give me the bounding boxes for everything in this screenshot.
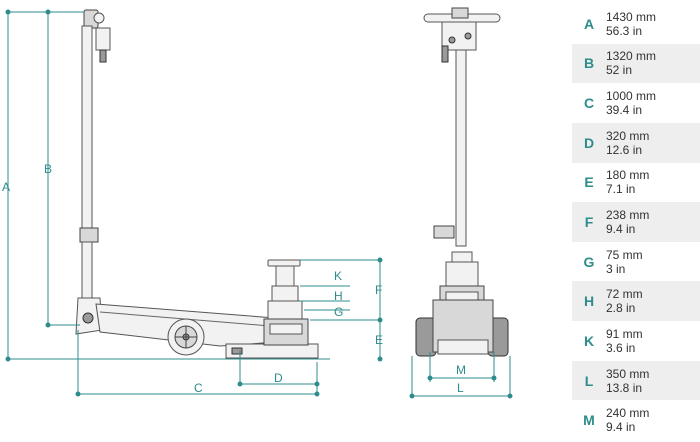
spec-in: 3.6 in [606,340,636,355]
spec-mm: 1000 mm [606,89,657,104]
spec-mm: 180 mm [606,168,650,183]
spec-letter: F [584,214,594,231]
spec-in: 12.6 in [606,142,643,157]
spec-in: 7.1 in [606,182,636,197]
spec-letter: G [583,253,595,270]
spec-mm: 1320 mm [606,49,657,64]
spec-in: 13.8 in [606,380,643,395]
spec-letter: M [583,412,595,429]
spec-letter: B [583,55,595,72]
dimension-lines [5,9,513,399]
dim-label-e: E [375,333,383,347]
spec-mm: 320 mm [606,128,650,143]
spec-mm: 1430 mm [606,9,657,24]
technical-drawing: A B C D E F G H K M L [2,7,513,399]
spec-letter: L [584,372,594,389]
front-view [415,7,509,357]
spec-letter: H [583,293,595,310]
dim-label-c: C [194,381,203,395]
spec-letter: E [584,174,594,191]
spec-letter: K [583,332,595,349]
spec-in: 2.8 in [606,301,636,316]
spec-in: 3 in [606,261,626,276]
spec-mm: 350 mm [606,366,650,381]
dim-label-g: G [334,305,343,319]
dim-label-l: L [457,381,464,395]
spec-in: 9.4 in [606,420,636,435]
dim-label-d: D [274,371,283,385]
spec-mm: 238 mm [606,208,650,223]
dim-label-m: M [456,363,466,377]
spec-mm: 240 mm [606,406,650,421]
dim-label-b: B [44,162,52,176]
spec-in: 9.4 in [606,222,636,237]
dim-label-f: F [375,283,382,297]
spec-in: 52 in [606,63,633,78]
spec-in: 39.4 in [606,103,643,118]
side-view [75,9,319,359]
dim-label-a: A [2,180,10,194]
spec-letter: C [583,95,595,112]
spec-in: 56.3 in [606,23,643,38]
spec-mm: 75 mm [606,247,643,262]
dim-label-h: H [334,289,343,303]
spec-mm: 91 mm [606,326,643,341]
spec-letter: D [583,134,595,151]
spec-mm: 72 mm [606,287,643,302]
dim-label-k: K [334,269,342,283]
spec-letter: A [583,15,595,32]
